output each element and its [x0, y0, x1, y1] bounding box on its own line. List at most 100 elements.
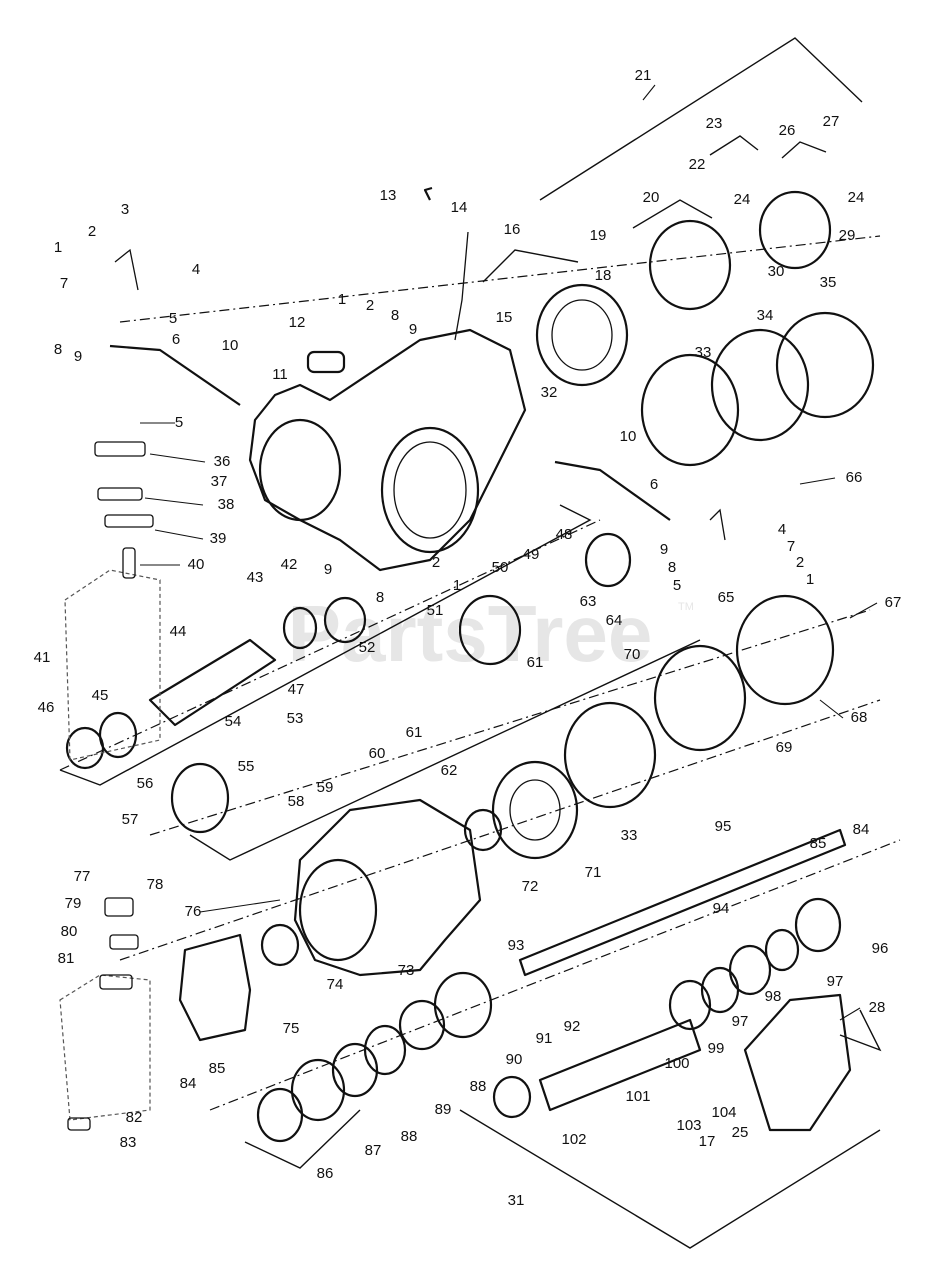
callout-9: 9	[409, 321, 417, 338]
callout-56: 56	[137, 775, 154, 792]
callout-1: 1	[806, 571, 814, 588]
callout-2: 2	[432, 554, 440, 571]
lower-brakes-and-drums	[463, 594, 835, 860]
group-brackets	[59, 37, 882, 1249]
callout-59: 59	[317, 779, 334, 796]
callout-64: 64	[606, 612, 623, 629]
callout-55: 55	[238, 758, 255, 775]
callout-57: 57	[122, 811, 139, 828]
callout-83: 83	[120, 1134, 137, 1151]
callout-5: 5	[169, 310, 177, 327]
callout-80: 80	[61, 923, 78, 940]
callout-87: 87	[365, 1142, 382, 1159]
callout-26: 26	[779, 122, 796, 139]
callout-7: 7	[787, 538, 795, 555]
callout-8: 8	[668, 559, 676, 576]
callout-10: 10	[222, 337, 239, 354]
callout-45: 45	[92, 687, 109, 704]
callout-72: 72	[522, 878, 539, 895]
callout-97: 97	[732, 1013, 749, 1030]
callout-22: 22	[689, 156, 706, 173]
side-brackets	[59, 441, 161, 1131]
callout-34: 34	[757, 307, 774, 324]
callout-85: 85	[209, 1060, 226, 1077]
callout-6: 6	[172, 331, 180, 348]
callout-103: 103	[676, 1117, 701, 1134]
callout-19: 19	[590, 227, 607, 244]
callout-65: 65	[718, 589, 735, 606]
callout-36: 36	[214, 453, 231, 470]
callout-84: 84	[853, 821, 870, 838]
callout-28: 28	[869, 999, 886, 1016]
callout-88: 88	[401, 1128, 418, 1145]
callout-7: 7	[60, 275, 68, 292]
callout-86: 86	[317, 1165, 334, 1182]
callout-31: 31	[508, 1192, 525, 1209]
callout-68: 68	[851, 709, 868, 726]
callout-91: 91	[536, 1030, 553, 1047]
callout-20: 20	[643, 189, 660, 206]
callout-9: 9	[660, 541, 668, 558]
callout-16: 16	[504, 221, 521, 238]
callout-76: 76	[185, 903, 202, 920]
callout-95: 95	[715, 818, 732, 835]
callout-70: 70	[624, 646, 641, 663]
callout-17: 17	[699, 1133, 716, 1150]
callout-9: 9	[324, 561, 332, 578]
callout-33: 33	[695, 344, 712, 361]
callout-1: 1	[338, 291, 346, 308]
callout-39: 39	[210, 530, 227, 547]
lower-housing-assembly	[178, 798, 482, 1042]
callout-81: 81	[58, 950, 75, 967]
callout-35: 35	[820, 274, 837, 291]
callout-1: 1	[453, 577, 461, 594]
callout-62: 62	[441, 762, 458, 779]
callout-88: 88	[470, 1078, 487, 1095]
callout-2: 2	[366, 297, 374, 314]
callout-4: 4	[778, 521, 786, 538]
callout-84: 84	[180, 1075, 197, 1092]
callout-51: 51	[427, 602, 444, 619]
callout-1: 1	[54, 239, 62, 256]
callout-5: 5	[175, 414, 183, 431]
callout-44: 44	[170, 623, 187, 640]
callout-18: 18	[595, 267, 612, 284]
callout-2: 2	[796, 554, 804, 571]
callout-42: 42	[281, 556, 298, 573]
callout-29: 29	[839, 227, 856, 244]
callout-73: 73	[398, 962, 415, 979]
callout-93: 93	[508, 937, 525, 954]
callout-37: 37	[211, 473, 228, 490]
callout-48: 48	[556, 526, 573, 543]
callout-60: 60	[369, 745, 386, 762]
callout-82: 82	[126, 1109, 143, 1126]
callout-50: 50	[492, 559, 509, 576]
callout-79: 79	[65, 895, 82, 912]
callout-74: 74	[327, 976, 344, 993]
callout-8: 8	[391, 307, 399, 324]
axle-and-bearings	[256, 828, 852, 1143]
callout-14: 14	[451, 199, 468, 216]
callout-94: 94	[713, 900, 730, 917]
callout-23: 23	[706, 115, 723, 132]
callout-46: 46	[38, 699, 55, 716]
middle-gear-assembly	[65, 532, 632, 834]
callout-4: 4	[192, 261, 200, 278]
callout-61: 61	[527, 654, 544, 671]
control-levers	[109, 248, 726, 541]
callout-13: 13	[380, 187, 397, 204]
callout-10: 10	[620, 428, 637, 445]
callout-52: 52	[359, 639, 376, 656]
callout-8: 8	[54, 341, 62, 358]
callout-92: 92	[564, 1018, 581, 1035]
watermark-text: PartsTree	[288, 589, 653, 678]
callout-2: 2	[88, 223, 96, 240]
callout-labels: 1 2 3 4 5 6 7 8 9 10 1 2 8 9 11 12 13 14…	[34, 67, 902, 1209]
callout-9: 9	[74, 348, 82, 365]
upper-housing-assembly	[248, 186, 527, 572]
callout-67: 67	[885, 594, 902, 611]
callout-6: 6	[650, 476, 658, 493]
callout-98: 98	[765, 988, 782, 1005]
